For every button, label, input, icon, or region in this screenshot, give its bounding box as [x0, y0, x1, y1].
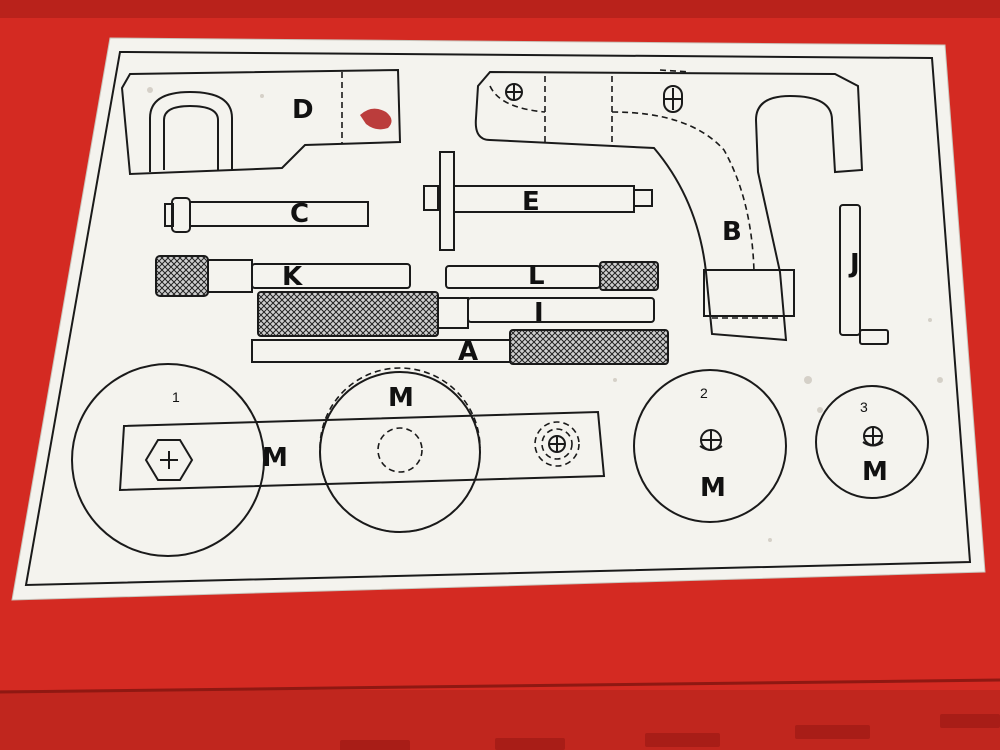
label-d: D [292, 95, 314, 125]
tool-k-outline [155, 255, 411, 297]
label-l: L [528, 261, 545, 291]
tool-m-disc-3-outline [815, 385, 929, 499]
case-rim-line [0, 678, 1000, 694]
label-k: K [282, 262, 303, 292]
tool-a-outline [251, 329, 669, 365]
tool-m-disc-1-outline [71, 363, 265, 557]
tool-b-outline [474, 69, 864, 342]
label-card [11, 37, 986, 601]
tool-m-center-disc-outline [319, 371, 481, 533]
label-m-center: M [388, 383, 414, 413]
number-1: 1 [172, 389, 180, 405]
dust-marks [147, 87, 943, 542]
case-lid-edge [0, 0, 1000, 18]
label-a: A [458, 337, 478, 367]
label-b: B [722, 217, 742, 247]
tool-c-outline [164, 197, 369, 233]
label-e: E [522, 187, 540, 217]
case-bottom-tabs [340, 714, 1000, 750]
tool-i-outline [257, 291, 655, 337]
label-m-bar: M [262, 443, 288, 473]
number-3: 3 [860, 399, 868, 415]
label-j: J [848, 249, 860, 279]
tool-j-outline [839, 204, 889, 345]
tool-m-bar-outline [118, 410, 606, 492]
label-c: C [290, 199, 309, 229]
red-stain [360, 108, 392, 130]
tool-m-center-disc-dash-top [319, 367, 481, 449]
label-m-disc-2: M [700, 473, 726, 503]
tool-m-disc-2-outline [633, 369, 787, 523]
tool-d-outline [120, 68, 402, 176]
label-i: I [534, 298, 544, 328]
number-2: 2 [700, 385, 708, 401]
tool-e-outline [423, 151, 653, 251]
label-card-border [24, 50, 972, 587]
tool-l-outline [445, 261, 659, 291]
label-m-disc-3: M [862, 457, 888, 487]
